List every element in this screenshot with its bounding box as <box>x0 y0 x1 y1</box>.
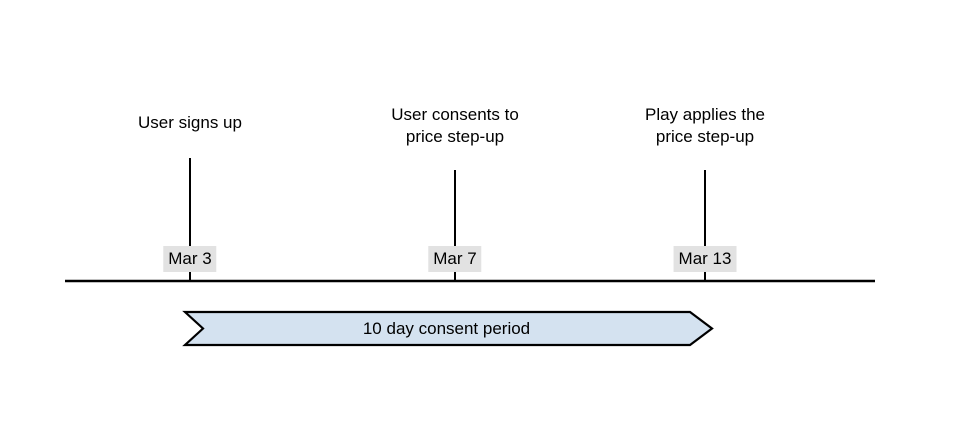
consent-period-banner-shape <box>182 310 714 347</box>
event-caption-signup: User signs up <box>138 113 242 132</box>
event-date-consent: Mar 7 <box>428 246 482 272</box>
event-caption-apply: Play applies the price step-up <box>644 105 766 146</box>
consent-period-label: 10 day consent period <box>362 318 531 338</box>
event-date-signup: Mar 3 <box>163 246 217 272</box>
event-caption-consent: User consents to price step-up <box>391 105 519 146</box>
event-date-apply: Mar 13 <box>673 246 737 272</box>
